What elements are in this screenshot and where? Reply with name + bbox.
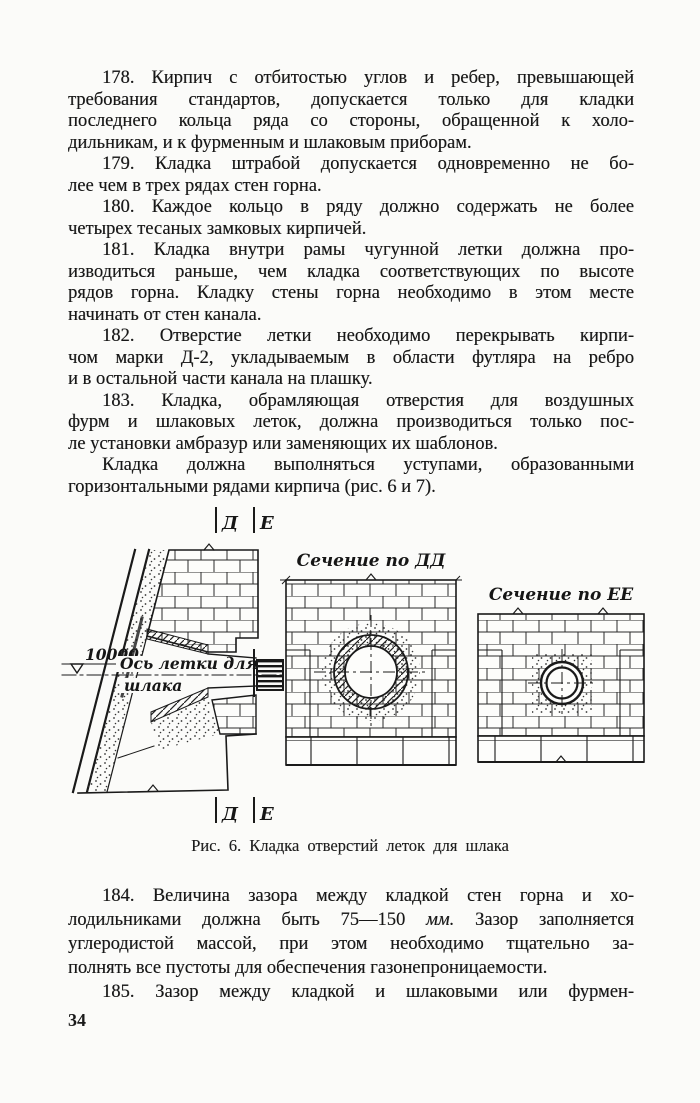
page-number: 34 [68, 1010, 86, 1030]
break-mark [203, 543, 215, 551]
text-line: ле установки амбразур или заменяющих их … [68, 433, 498, 454]
break-mark [555, 755, 567, 763]
text-line: рядов горна. Кладку стены горна необходи… [68, 283, 634, 303]
text-line: изводиться раньше, чем кладка соответств… [68, 261, 634, 282]
text-line: дильникам, и к фурменным и шлаковым приб… [68, 132, 472, 153]
text-line: лее чем в трех рядах стен горна. [68, 175, 322, 196]
section-dd-title: Сечение по ДД [297, 551, 447, 571]
mark-d-bottom: Д [221, 804, 239, 825]
wall-dd-base [285, 736, 457, 766]
figure-section-dd: Сечение по ДД [280, 551, 462, 766]
paragraph: 180. Каждое кольцо в ряду должно содержа… [68, 197, 634, 240]
mark-e-top: Е [259, 513, 274, 534]
text-line: 182. Отверстие летки необходимо перекрыв… [102, 326, 634, 346]
section-ee-title: Сечение по ЕЕ [489, 585, 634, 605]
body-text-bottom: 184. Величина зазора между кладкой стен … [68, 884, 634, 1004]
text-line: начинать от стен канала. [68, 304, 262, 325]
paragraph: 178. Кирпич с отбитостью углов и ребер, … [68, 68, 634, 154]
text-line: Кладка должна выполняться уступами, обра… [102, 455, 634, 475]
section-cut-marks-top: Д Е [215, 507, 274, 534]
figure-caption: Рис. 6. Кладка отверстий леток для шлака [191, 836, 509, 855]
nozzle-block [253, 649, 284, 697]
paragraph: 183. Кладка, обрамляющая отверстия для в… [68, 391, 634, 456]
break-mark [147, 784, 159, 792]
text-line: 178. Кирпич с отбитостью углов и ребер, … [102, 68, 634, 88]
paragraph: 179. Кладка штрабой допускается одноврем… [68, 154, 634, 197]
axis-label-line2: шлака [124, 676, 182, 695]
text-line: чом марки Д-2, укладываемым в области фу… [68, 347, 634, 368]
text-line: последнего кольца ряда со стороны, обращ… [68, 111, 634, 131]
text-line: лодильниками должна быть 75—150 мм. Зазо… [68, 910, 634, 930]
text-line: полнять все пустоты для обеспечения газо… [68, 958, 548, 978]
tap-ring-ee [528, 649, 596, 717]
body-text-top: 178. Кирпич с отбитостью углов и ребер, … [68, 68, 634, 498]
wall-ee-recess [478, 649, 644, 736]
text-line: четырех тесаных замковых кирпичей. [68, 218, 367, 239]
figure-6: Д Е [61, 507, 645, 825]
text-line: требования стандартов, допускается тольк… [68, 89, 634, 110]
text-line: 179. Кладка штрабой допускается одноврем… [102, 154, 634, 174]
break-mark [597, 607, 609, 615]
masonry-lower [211, 694, 257, 735]
paragraph: 181. Кладка внутри рамы чугунной летки д… [68, 240, 634, 326]
text-line: 185. Зазор между кладкой и шлаковыми или… [102, 982, 634, 1002]
paragraph: Кладка должна выполняться уступами, обра… [68, 455, 634, 498]
elevation-mark-icon [69, 663, 85, 675]
paragraph: 182. Отверстие летки необходимо перекрыв… [68, 326, 634, 391]
text-line: и в остальной части канала на плашку. [68, 369, 373, 389]
wall-dd-recess [286, 649, 456, 737]
text-line: 184. Величина зазора между кладкой стен … [102, 886, 634, 906]
rubble-fill [151, 698, 220, 750]
figure-section-ee: Сечение по ЕЕ [477, 585, 645, 763]
axis-label: Ось летки для шлака [116, 654, 258, 695]
mark-e-bottom: Е [259, 804, 274, 825]
section-cut-marks-bottom: Д Е [215, 797, 274, 825]
wall-ee-base [477, 735, 645, 763]
paragraph: 184. Величина зазора между кладкой стен … [68, 884, 634, 980]
break-mark [512, 607, 524, 615]
axis-label-line1: Ось летки для [120, 654, 258, 673]
cone-lining-bottom [150, 687, 209, 723]
text-line: углеродистой массой, при этом необходимо… [68, 934, 634, 954]
text-line: горизонтальными рядами кирпича (рис. 6 и… [68, 476, 436, 497]
notch-channel [207, 653, 257, 689]
mark-d-top: Д [221, 513, 239, 534]
text-line: 181. Кладка внутри рамы чугунной летки д… [102, 240, 634, 260]
lower-outline [77, 733, 257, 794]
tap-ring-dd [314, 615, 428, 729]
text-line: 183. Кладка, обрамляющая отверстия для в… [102, 390, 634, 411]
figure-section-view: Д Е [61, 507, 301, 825]
text-line: фурм и шлаковых леток, должна производит… [68, 412, 634, 432]
break-mark [365, 573, 377, 581]
paragraph: 185. Зазор между кладкой и шлаковыми или… [68, 980, 634, 1004]
text-line: 180. Каждое кольцо в ряду должно содержа… [102, 197, 634, 217]
